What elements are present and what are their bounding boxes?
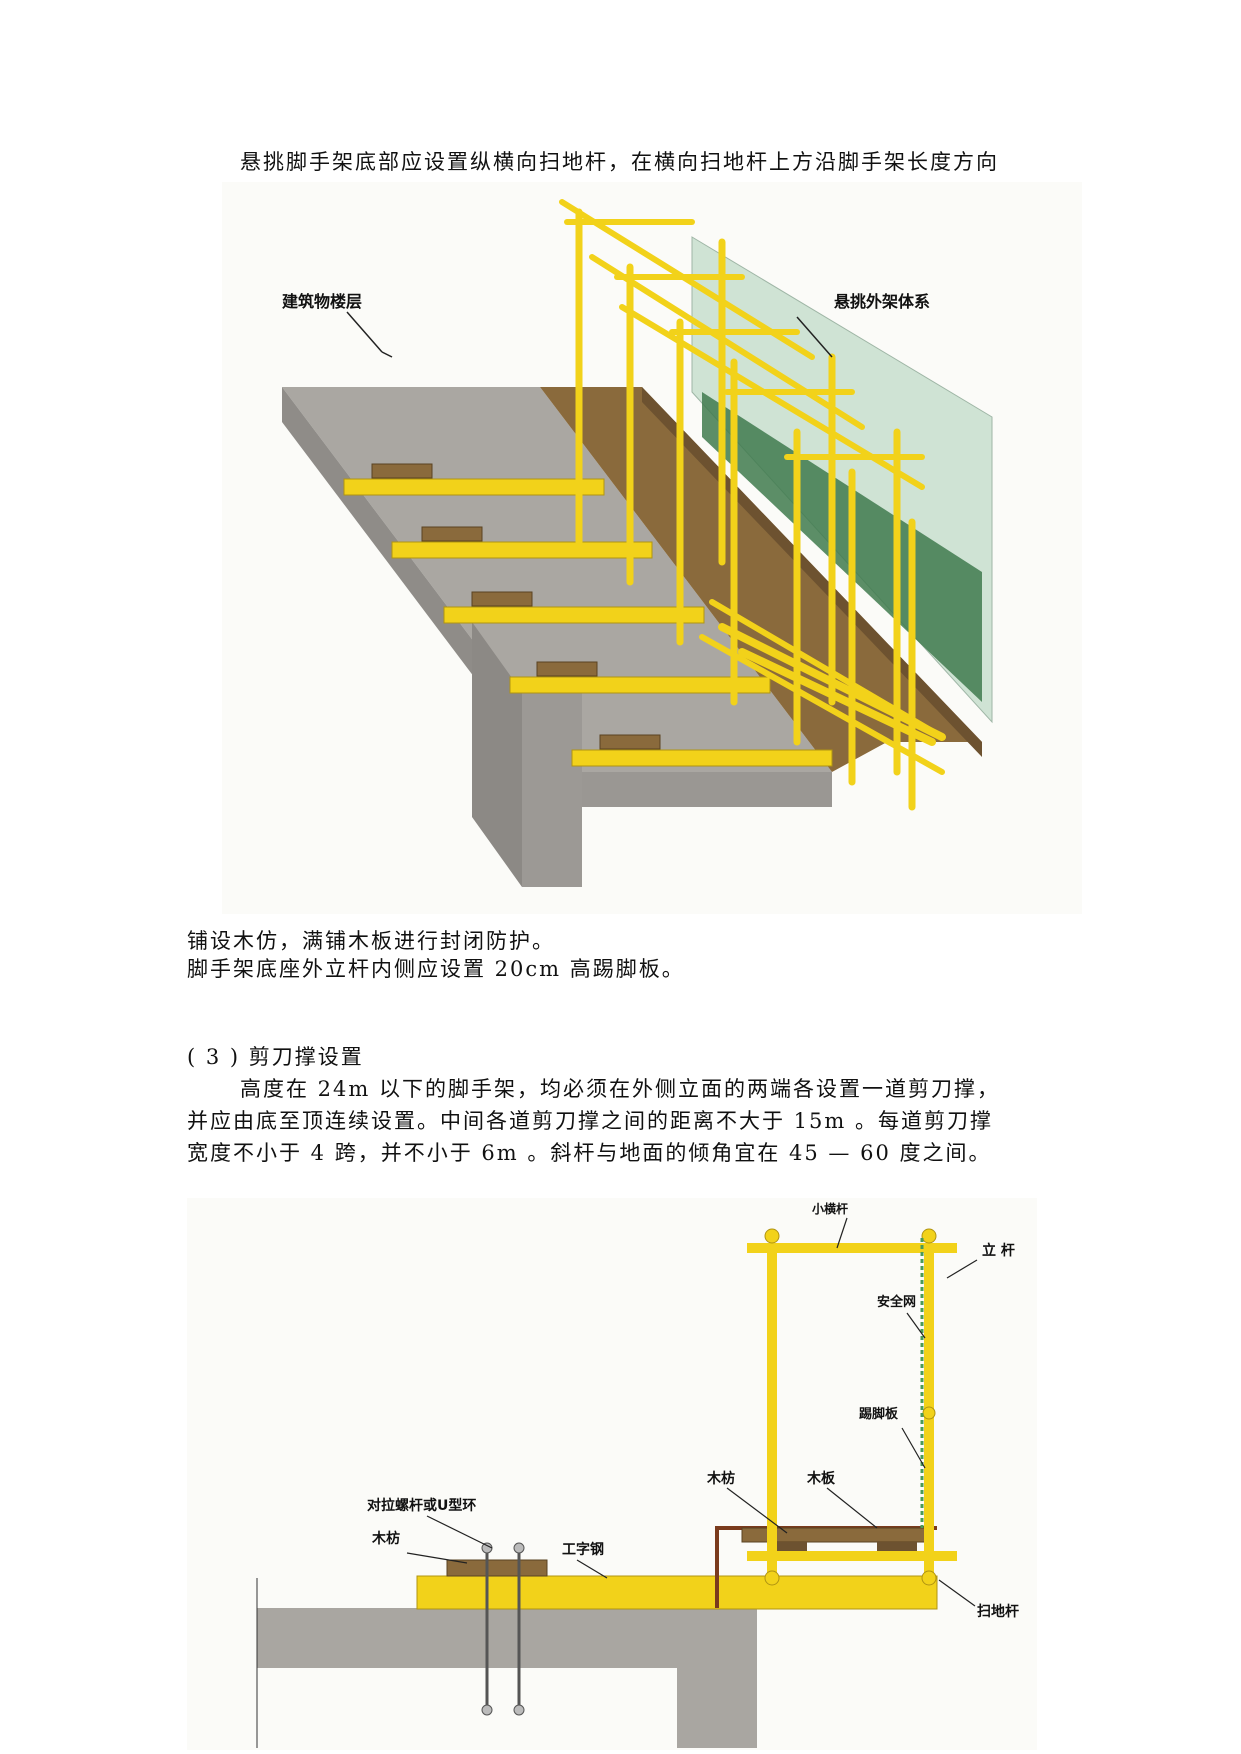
label-upright: 立 杆 (982, 1242, 1015, 1259)
wood-batten-left (446, 1559, 548, 1577)
label-wood-board: 木板 (806, 1470, 836, 1487)
section-para-line-3: 宽度不小于 4 跨，并不小于 6m 。斜杆与地面的倾角宜在 45 — 60 度之… (187, 1141, 992, 1165)
section-para-line-2: 并应由底至顶连续设置。中间各道剪刀撑之间的距离不大于 15m 。每道剪刀撑 (187, 1109, 993, 1133)
label-toe-board: 踢脚板 (859, 1406, 899, 1422)
label-wood-batten-right: 木枋 (706, 1470, 735, 1487)
label-wood-batten-left: 木枋 (371, 1530, 400, 1547)
ibeams (343, 478, 833, 767)
figure-cantilever-scaffold-3d: 建筑物楼层 悬挑外架体系 (222, 182, 1082, 914)
beam-clamps (371, 463, 661, 750)
sweep-bars (718, 623, 946, 746)
paragraph-toe-board: 脚手架底座外立杆内侧应设置 20cm 高踢脚板。 (187, 957, 685, 981)
wood-deck (540, 387, 982, 772)
concrete-slab (257, 1608, 757, 1748)
label-safety-net: 安全网 (877, 1294, 916, 1310)
section-heading-scissor-brace: ( 3 ) 剪刀撑设置 (187, 1045, 364, 1069)
label-cantilever-system: 悬挑外架体系 (833, 292, 930, 311)
paragraph-wood-batten: 铺设木仿，满铺木板进行封闭防护。 (187, 929, 555, 953)
section-para-line-1: 高度在 24m 以下的脚手架，均必须在外侧立面的两端各设置一道剪刀撑， (240, 1077, 1000, 1101)
label-building-floor: 建筑物楼层 (282, 292, 362, 311)
label-ibeam: 工字钢 (562, 1541, 604, 1558)
label-bolt-u-ring: 对拉螺杆或U型环 (367, 1497, 476, 1514)
label-small-crossbar: 小横杆 (812, 1201, 848, 1216)
intro-text: 悬挑脚手架底部应设置纵横向扫地杆，在横向扫地杆上方沿脚手架长度方向 (240, 150, 999, 174)
ibeam (416, 1575, 938, 1610)
label-sweep-bar: 扫地杆 (977, 1603, 1019, 1620)
figure-cantilever-section: 小横杆 立 杆 安全网 踢脚板 木枋 木板 对拉螺杆或U型环 木枋 工字钢 扫地… (187, 1198, 1037, 1750)
